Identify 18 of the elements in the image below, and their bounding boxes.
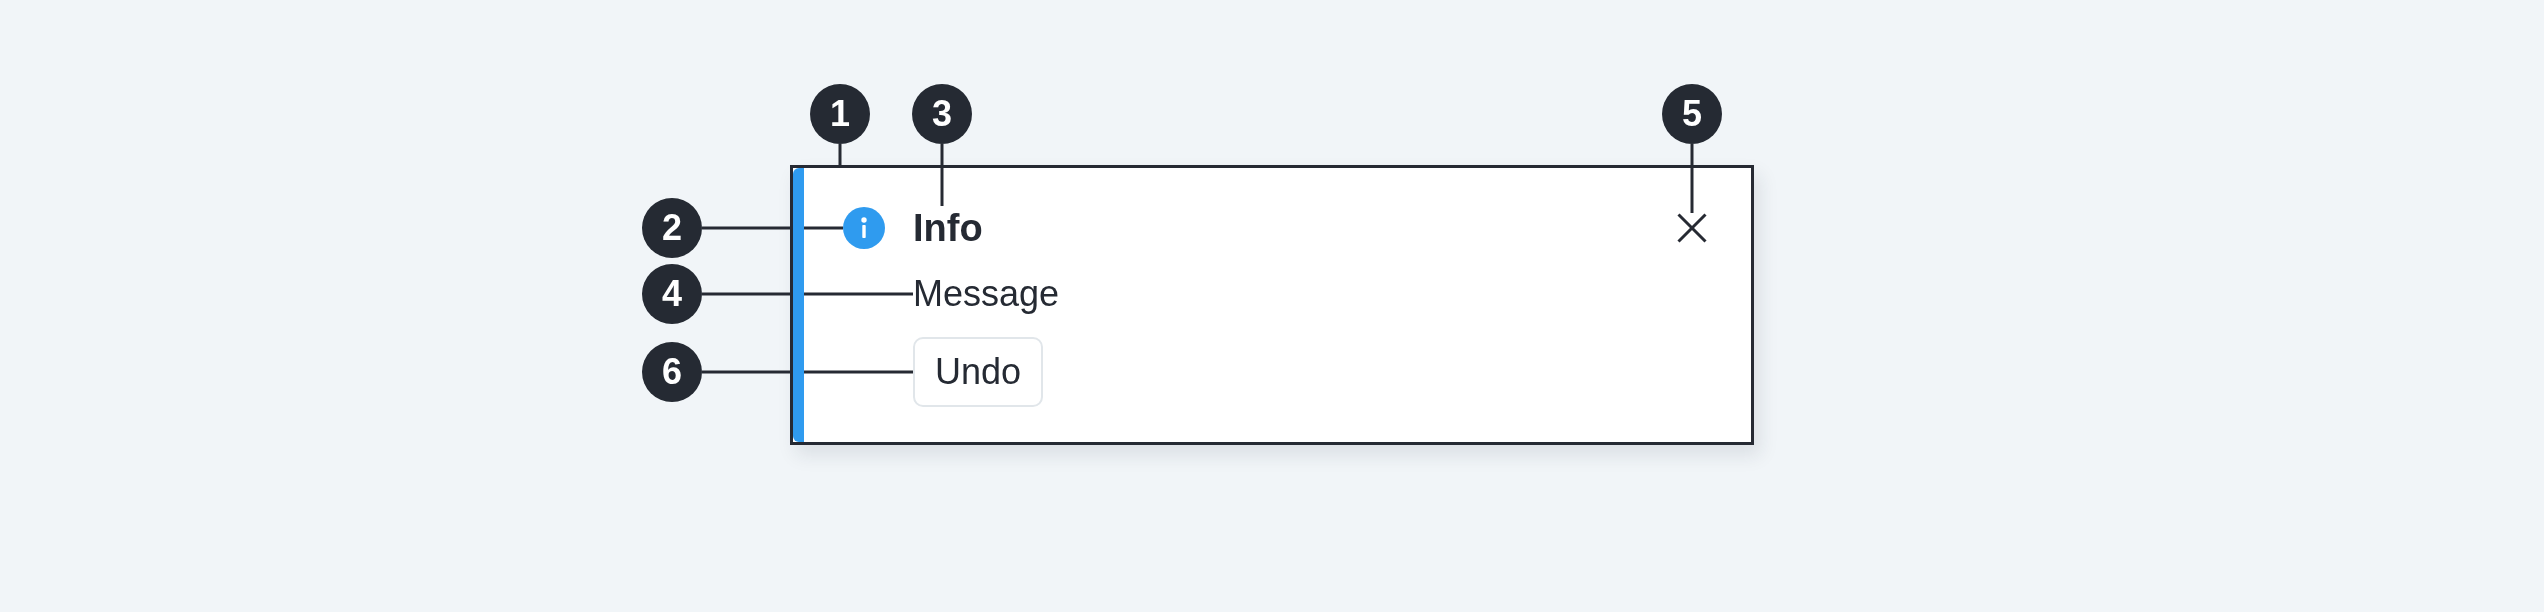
leader-line: [702, 370, 913, 374]
leader-line: [1690, 144, 1694, 213]
callout-number: 4: [642, 264, 702, 324]
undo-button: Undo: [913, 337, 1043, 407]
toast-message: Message: [913, 273, 1060, 315]
toast-card: [790, 165, 1754, 445]
info-icon: [843, 207, 885, 249]
leader-line: [838, 144, 842, 165]
callout-number: 2: [642, 198, 702, 258]
leader-line: [940, 144, 944, 206]
callout-number: 5: [1662, 84, 1722, 144]
callout-number: 6: [642, 342, 702, 402]
callout-number: 3: [912, 84, 972, 144]
leader-line: [702, 292, 913, 296]
callout-number: 1: [810, 84, 870, 144]
toast-title: Info: [913, 206, 983, 250]
close-icon: [1677, 213, 1707, 243]
leader-line: [702, 226, 843, 230]
